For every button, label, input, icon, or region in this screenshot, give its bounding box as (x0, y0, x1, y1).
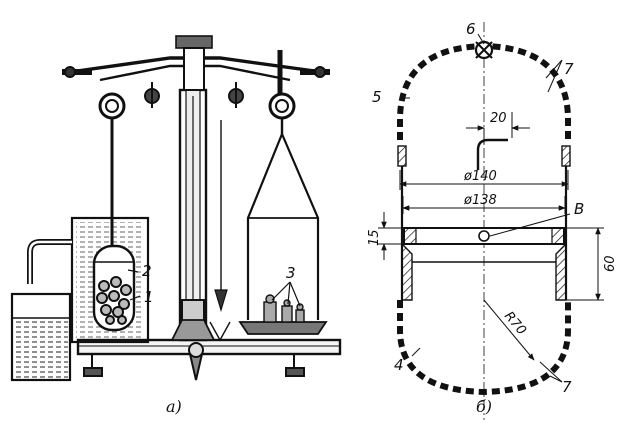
callout-7-bottom: 7 (562, 378, 572, 396)
left-beaker (10, 292, 72, 382)
dim-20: 20 (490, 111, 507, 126)
panel-b-basket (397, 22, 571, 420)
dim-60: 60 (603, 255, 618, 272)
callout-2: 2 (142, 262, 152, 280)
dim-phi140: ø140 (463, 169, 497, 184)
sample-basket (92, 244, 136, 332)
callout-B: В (574, 200, 584, 218)
panel-b-caption: б) (476, 397, 492, 416)
callout-3: 3 (286, 264, 296, 282)
balance-beam (62, 35, 330, 108)
panel-a-balance (10, 35, 342, 382)
right-pan (238, 50, 328, 335)
leveling-feet (83, 342, 305, 381)
callout-5: 5 (372, 88, 382, 106)
callout-4: 4 (394, 356, 404, 374)
central-column (170, 88, 231, 342)
callout-7-top: 7 (564, 60, 574, 78)
panel-a-caption: а) (166, 397, 182, 416)
dim-phi138: ø138 (463, 193, 497, 208)
callout-1: 1 (144, 288, 154, 306)
dim-15: 15 (367, 229, 382, 246)
callout-6: 6 (466, 20, 476, 38)
weights (263, 294, 305, 323)
dim-R70: R70 (501, 309, 529, 338)
